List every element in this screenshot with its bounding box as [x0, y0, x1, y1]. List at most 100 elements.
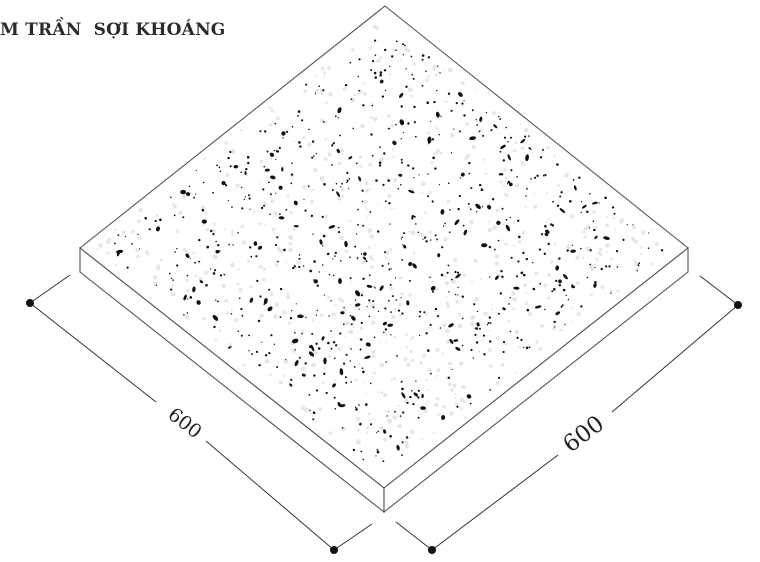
perforation-dot — [411, 217, 414, 220]
perforation-fissure — [508, 182, 513, 187]
texture-speckle — [248, 358, 251, 361]
perforation-dot — [298, 356, 301, 359]
texture-speckle — [270, 326, 273, 329]
texture-speckle — [453, 258, 458, 263]
texture-speckle — [446, 199, 451, 204]
texture-speckle — [504, 242, 508, 246]
perforation-dot — [332, 258, 334, 260]
texture-speckle — [271, 120, 274, 123]
texture-speckle — [512, 220, 516, 224]
perforation-dot — [463, 114, 466, 117]
perforation-dot — [462, 224, 465, 227]
perforation-dot — [248, 197, 251, 200]
perforation-dot — [647, 247, 650, 249]
perforation-dot — [374, 76, 378, 79]
perforation-dot — [556, 163, 559, 166]
texture-speckle — [231, 229, 234, 232]
perforation-dot — [528, 147, 531, 149]
texture-speckle — [247, 259, 251, 263]
perforation-dot — [276, 366, 279, 368]
perforation-fissure — [116, 249, 124, 254]
perforation-dot — [322, 89, 325, 92]
perforation-dot — [436, 238, 438, 241]
texture-speckle — [462, 273, 466, 277]
perforation-dot — [339, 332, 342, 335]
perforation-dot — [517, 219, 520, 222]
texture-speckle — [362, 82, 365, 85]
perforation-dot — [154, 219, 157, 223]
perforation-fissure — [421, 393, 424, 399]
perforation-fissure — [513, 286, 520, 290]
texture-speckle — [446, 304, 450, 308]
perforation-dot — [580, 305, 583, 308]
texture-speckle — [383, 393, 388, 397]
texture-speckle — [511, 291, 516, 296]
perforation-dot — [427, 195, 430, 198]
texture-speckle — [620, 218, 625, 223]
perforation-fissure — [453, 339, 459, 342]
perforation-dot — [554, 326, 556, 328]
perforation-dot — [434, 234, 437, 237]
texture-speckle — [428, 190, 432, 194]
perforation-dot — [564, 323, 566, 325]
texture-speckle — [499, 180, 503, 184]
perforation-dot — [567, 298, 570, 301]
perforation-dot — [297, 110, 301, 113]
perforation-fissure — [338, 278, 342, 284]
perforation-fissure — [249, 297, 254, 303]
texture-speckle — [553, 242, 557, 245]
perforation-dot — [260, 206, 264, 210]
perforation-dot — [431, 200, 434, 203]
perforation-dot — [312, 233, 314, 235]
texture-speckle — [349, 303, 352, 306]
perforation-fissure — [457, 92, 463, 97]
perforation-dot — [532, 262, 534, 264]
perforation-dot — [417, 389, 420, 392]
perforation-dot — [555, 279, 558, 282]
texture-speckle — [465, 122, 470, 126]
perforation-dot — [360, 253, 363, 255]
perforation-dot — [358, 58, 361, 61]
texture-speckle — [455, 299, 460, 304]
texture-speckle — [437, 413, 441, 417]
perforation-dot — [323, 183, 326, 186]
perforation-dot — [341, 182, 343, 185]
perforation-dot — [279, 316, 282, 318]
perforation-dot — [432, 290, 434, 293]
perforation-dot — [345, 353, 348, 356]
texture-speckle — [492, 111, 497, 115]
texture-speckle — [236, 282, 240, 286]
perforation-dot — [475, 119, 477, 121]
texture-speckle — [385, 341, 388, 344]
texture-speckle — [96, 248, 99, 251]
perforation-dot — [447, 182, 450, 184]
texture-speckle — [419, 413, 422, 416]
perforation-dot — [615, 250, 619, 253]
perforation-dot — [330, 300, 332, 302]
texture-speckle — [213, 222, 216, 226]
perforation-dot — [385, 200, 387, 203]
texture-speckle — [320, 313, 324, 317]
perforation-dot — [413, 105, 416, 109]
texture-speckle — [268, 106, 272, 110]
perforation-dot — [195, 169, 197, 171]
perforation-dot — [397, 187, 400, 190]
texture-speckle — [543, 283, 548, 288]
texture-speckle — [387, 418, 392, 424]
perforation-fissure — [355, 290, 361, 297]
texture-speckle — [296, 260, 301, 265]
perforation-fissure — [593, 282, 597, 288]
perforation-dot — [538, 248, 542, 251]
perforation-fissure — [570, 249, 576, 253]
perforation-dot — [414, 135, 417, 138]
perforation-dot — [489, 389, 492, 391]
perforation-dot — [381, 264, 384, 267]
perforation-dot — [302, 265, 305, 267]
perforation-dot — [454, 293, 457, 296]
texture-speckle — [571, 320, 574, 323]
perforation-dot — [449, 209, 451, 211]
texture-speckle — [368, 187, 371, 190]
perforation-dot — [415, 380, 417, 382]
perforation-dot — [343, 306, 345, 309]
perforation-dot — [500, 270, 503, 273]
